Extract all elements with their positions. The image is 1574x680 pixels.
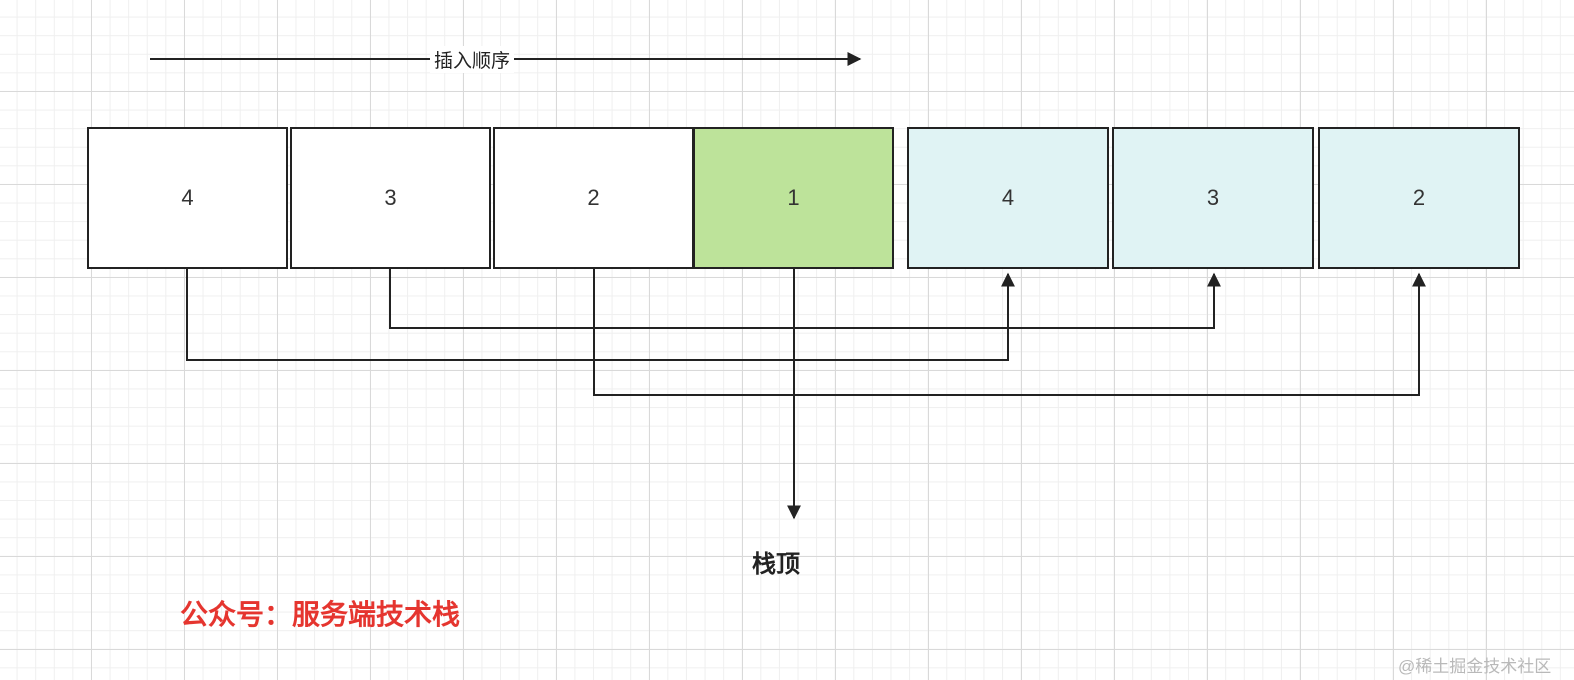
stack-box-4: 4 [87, 127, 288, 269]
stack-box-label: 3 [384, 185, 397, 210]
stack-box-2: 2 [493, 127, 694, 269]
copy-box-2: 2 [1318, 127, 1520, 269]
stack-top-label: 栈顶 [752, 551, 800, 578]
copy-box-3: 3 [1112, 127, 1314, 269]
stack-box-label: 2 [587, 185, 600, 210]
stack-box-1-top: 1 [693, 127, 894, 269]
stack-box-label: 4 [181, 185, 194, 210]
watermark-text: @稀土掘金技术社区 [1398, 657, 1552, 676]
wechat-account-label: 公众号：服务端技术栈 [180, 599, 461, 630]
copy-box-4: 4 [907, 127, 1109, 269]
copy-box-label: 3 [1206, 185, 1220, 210]
copy-box-label: 2 [1412, 185, 1426, 210]
connector-3-to-3 [389, 268, 1221, 329]
connector-2-to-2 [593, 268, 1426, 396]
connector-4-to-4 [186, 268, 1015, 361]
stack-box-label: 1 [787, 185, 800, 210]
insert-order-label: 插入顺序 [430, 46, 515, 73]
stack-box-3: 3 [290, 127, 491, 269]
copy-box-label: 4 [1001, 185, 1015, 210]
